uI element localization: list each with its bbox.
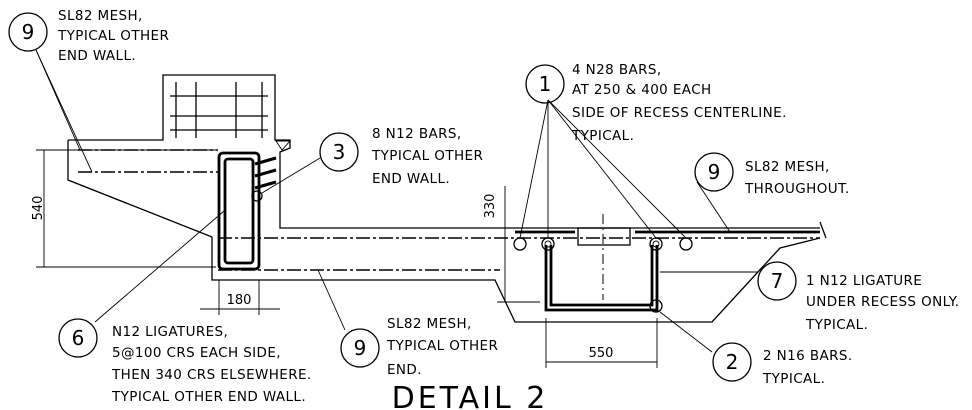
callout-line: THROUGHOUT. bbox=[744, 181, 850, 197]
callout-number: 6 bbox=[72, 326, 85, 350]
callout-line: 8 N12 BARS, bbox=[372, 126, 462, 142]
concrete-outline bbox=[67, 74, 827, 323]
callout-line: TYPICAL OTHER bbox=[386, 338, 498, 354]
dim-540: 540 bbox=[31, 196, 46, 221]
callout-line: AT 250 & 400 EACH bbox=[572, 82, 712, 98]
callout-number: 2 bbox=[726, 350, 739, 374]
callout-line: TYPICAL. bbox=[571, 128, 634, 144]
callout-1-n28-bars: 1 4 N28 BARS, AT 250 & 400 EACH SIDE OF … bbox=[525, 62, 787, 144]
callout-line: 1 N12 LIGATURE bbox=[806, 273, 922, 289]
callout-7-ligature: 7 1 N12 LIGATURE UNDER RECESS ONLY. TYPI… bbox=[757, 261, 959, 333]
callout-number: 1 bbox=[539, 72, 552, 96]
leaders bbox=[35, 49, 758, 353]
detail-title: DETAIL 2 bbox=[392, 381, 549, 410]
callout-line: THEN 340 CRS ELSEWHERE. bbox=[111, 367, 312, 383]
callout-line: 5@100 CRS EACH SIDE, bbox=[112, 345, 281, 361]
callout-number: 3 bbox=[333, 140, 346, 164]
callout-line: TYPICAL. bbox=[762, 371, 825, 387]
callout-line: UNDER RECESS ONLY. bbox=[806, 294, 959, 310]
dim-550: 550 bbox=[589, 346, 614, 361]
callout-line: END WALL. bbox=[58, 48, 136, 64]
callout-line: TYPICAL OTHER bbox=[57, 28, 169, 44]
callout-6-ligatures: 6 N12 LIGATURES, 5@100 CRS EACH SIDE, TH… bbox=[58, 318, 312, 405]
callout-line: SL82 MESH, bbox=[745, 159, 830, 175]
callout-line: N12 LIGATURES, bbox=[112, 324, 228, 340]
callout-number: 9 bbox=[354, 336, 367, 360]
callout-line: SIDE OF RECESS CENTERLINE. bbox=[572, 105, 787, 121]
callout-line: SL82 MESH, bbox=[58, 8, 143, 24]
callout-2-n16-bars: 2 2 N16 BARS. TYPICAL. bbox=[712, 342, 853, 387]
callout-line: END WALL. bbox=[372, 171, 450, 187]
callout-9-other-end: 9 SL82 MESH, TYPICAL OTHER END. bbox=[340, 316, 498, 378]
callout-line: SL82 MESH, bbox=[387, 316, 472, 332]
callout-9-end-wall: 9 SL82 MESH, TYPICAL OTHER END WALL. bbox=[8, 8, 169, 64]
dim-330: 330 bbox=[483, 194, 498, 219]
callout-line: TYPICAL OTHER bbox=[371, 148, 483, 164]
callout-line: TYPICAL OTHER END WALL. bbox=[111, 389, 306, 405]
callout-line: END. bbox=[387, 362, 422, 378]
callout-line: 2 N16 BARS. bbox=[763, 348, 853, 364]
dim-180: 180 bbox=[227, 293, 252, 308]
callout-number: 9 bbox=[708, 160, 721, 184]
callout-3-n12-bars: 3 8 N12 BARS, TYPICAL OTHER END WALL. bbox=[319, 126, 483, 187]
callout-number: 9 bbox=[22, 20, 35, 44]
callout-line: 4 N28 BARS, bbox=[572, 62, 662, 78]
dimensions: 540 330 180 550 bbox=[31, 149, 658, 368]
recess bbox=[577, 214, 631, 300]
callout-line: TYPICAL. bbox=[805, 317, 868, 333]
callout-number: 7 bbox=[771, 269, 784, 293]
callout-9-throughout: 9 SL82 MESH, THROUGHOUT. bbox=[694, 152, 850, 197]
